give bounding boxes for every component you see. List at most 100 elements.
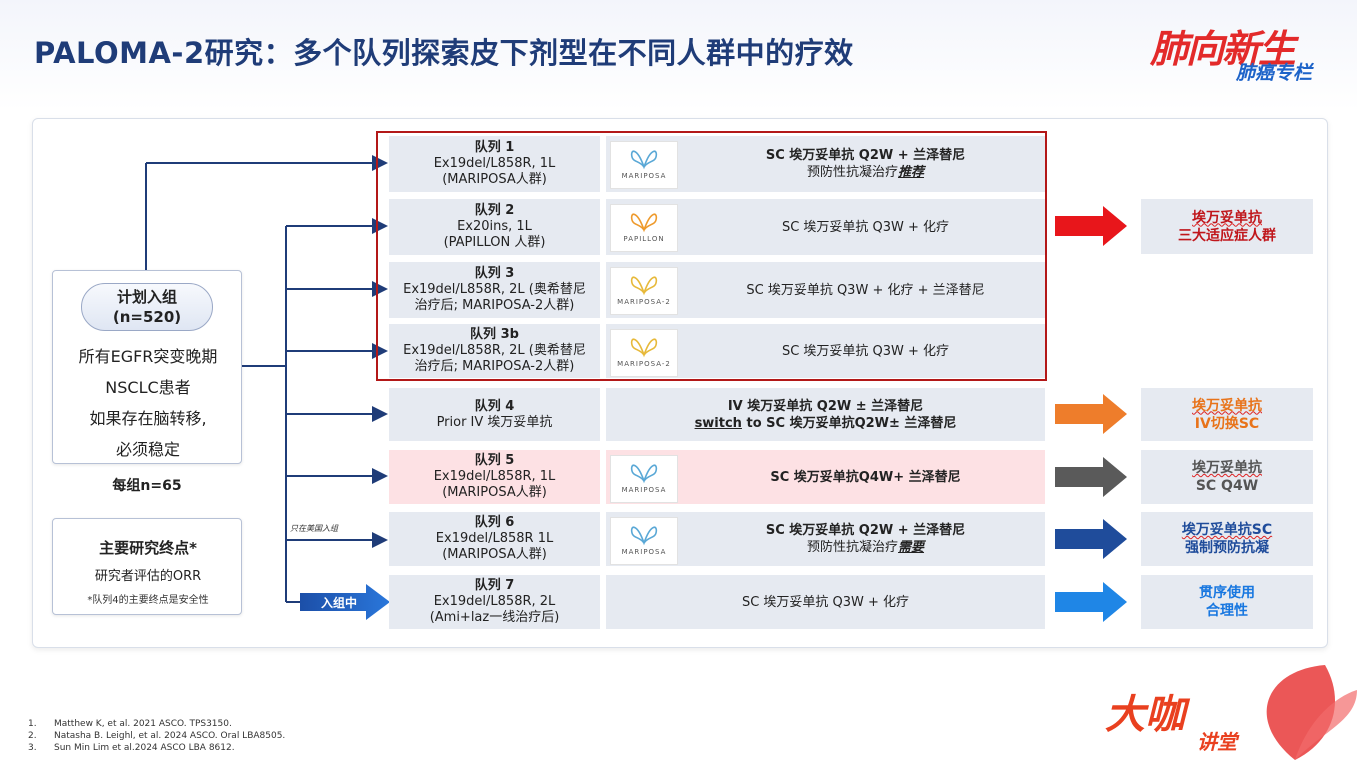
arrow-right-icon bbox=[1055, 457, 1127, 497]
endpoint-desc: 研究者评估的ORR bbox=[94, 569, 202, 584]
result-box-1: 埃万妥单抗 三大适应症人群 bbox=[1141, 199, 1313, 254]
cohort-name: 队列 5 bbox=[474, 453, 515, 468]
cohort-name: 队列 7 bbox=[474, 578, 515, 593]
patient-line: 所有EGFR突变晚期 bbox=[78, 347, 218, 366]
treatment-line: SC 埃万妥单抗 Q3W + 化疗 bbox=[781, 219, 950, 235]
cohort-line: Prior IV 埃万妥单抗 bbox=[436, 414, 553, 430]
cohort-name: 队列 4 bbox=[474, 398, 515, 414]
us-only-note: 只在美国入组 bbox=[290, 524, 338, 533]
enrolling-arrow: 入组中 bbox=[300, 584, 390, 620]
cohort-line: Ex19del/L858R, 2L (奥希替尼 bbox=[403, 282, 586, 297]
cohort-cell-5: 队列 5 Ex19del/L858R, 1L (MARIPOSA人群) bbox=[389, 450, 600, 504]
header-background bbox=[0, 0, 1357, 110]
logo-text: MARIPOSA bbox=[621, 172, 667, 180]
logo-text: MARIPOSA bbox=[621, 548, 667, 556]
treatment-line: 预防性抗凝治疗 bbox=[806, 540, 898, 555]
arrow-right-icon bbox=[1055, 394, 1127, 434]
treatment-line: SC 埃万妥单抗 Q2W + 兰泽替尼 bbox=[765, 148, 966, 163]
page-title: PALOMA-2研究：多个队列探索皮下剂型在不同人群中的疗效 bbox=[34, 36, 854, 70]
brand-logo-top: 肺向新生 肺癌专栏 bbox=[1150, 18, 1330, 88]
cohort-name: 队列 3b bbox=[470, 327, 519, 342]
result-line: SC Q4W bbox=[1195, 478, 1259, 494]
reference-num: 2. bbox=[28, 731, 37, 741]
patient-line: 如果存在脑转移, bbox=[89, 409, 207, 428]
treatment-line: SC 埃万妥单抗 Q3W + 化疗 + 兰泽替尼 bbox=[746, 282, 985, 298]
reference-text: Matthew K, et al. 2021 ASCO. TPS3150. bbox=[54, 719, 232, 729]
treatment-line: SC 埃万妥单抗 Q3W + 化疗 bbox=[741, 594, 910, 610]
endpoint-note: *队列4的主要终点是安全性 bbox=[87, 595, 209, 606]
cohort-cell-3b: 队列 3b Ex19del/L858R, 2L (奥希替尼 治疗后; MARIP… bbox=[389, 324, 600, 378]
reference-text: Sun Min Lim et al.2024 ASCO LBA 8612. bbox=[54, 743, 235, 753]
mariposa-logo: MARIPOSA bbox=[610, 517, 678, 565]
treatment-cell-4: IV 埃万妥单抗 Q2W ± 兰泽替尼 switch to SC 埃万妥单抗Q2… bbox=[606, 388, 1045, 441]
enrolling-label: 入组中 bbox=[320, 595, 357, 610]
mariposa2-logo: MARIPOSA-2 bbox=[610, 329, 678, 377]
result-box-3: 埃万妥单抗 SC Q4W bbox=[1141, 450, 1313, 504]
mariposa2-logo: MARIPOSA-2 bbox=[610, 267, 678, 315]
cohort-name: 队列 1 bbox=[474, 140, 515, 155]
treatment-line: SC 埃万妥单抗Q4W+ 兰泽替尼 bbox=[770, 469, 961, 485]
plan-label: 计划入组 bbox=[116, 288, 177, 306]
cohort-line: Ex19del/L858R, 2L bbox=[433, 594, 556, 609]
cohort-name: 队列 6 bbox=[474, 515, 515, 530]
cohort-cell-6: 队列 6 Ex19del/L858R 1L (MARIPOSA人群) bbox=[389, 512, 600, 566]
cohort-line: Ex19del/L858R 1L bbox=[435, 531, 554, 546]
arrow-right-icon bbox=[1055, 206, 1127, 246]
treatment-emphasis: 需要 bbox=[898, 540, 925, 555]
brand-top-line1: 肺向新生 bbox=[1150, 27, 1296, 71]
logo-text: MARIPOSA-2 bbox=[617, 298, 671, 306]
arrow-right-icon bbox=[1055, 582, 1127, 622]
endpoint-title: 主要研究终点* bbox=[99, 539, 197, 557]
treatment-line: IV 埃万妥单抗 Q2W ± 兰泽替尼 bbox=[727, 398, 924, 414]
patient-criteria: 所有EGFR突变晚期 NSCLC患者 如果存在脑转移, 必须稳定 bbox=[53, 341, 243, 465]
brand-bottom-line1: 大咖 bbox=[1105, 692, 1185, 738]
planned-enrollment-box: 计划入组 (n=520) 所有EGFR突变晚期 NSCLC患者 如果存在脑转移,… bbox=[52, 270, 242, 464]
cohort-name: 队列 2 bbox=[474, 203, 515, 218]
mariposa-logo: MARIPOSA bbox=[610, 141, 678, 189]
cohort-line: (MARIPOSA人群) bbox=[442, 172, 547, 187]
reference-item: 3.Sun Min Lim et al.2024 ASCO LBA 8612. bbox=[28, 742, 285, 754]
per-group-n: 每组n=65 bbox=[112, 478, 182, 494]
result-line: 贯序使用 bbox=[1199, 585, 1255, 601]
switch-word: switch bbox=[694, 415, 742, 431]
treatment-cell-7: SC 埃万妥单抗 Q3W + 化疗 bbox=[606, 575, 1045, 629]
mariposa-logo: MARIPOSA bbox=[610, 455, 678, 503]
cohort-line: Ex19del/L858R, 1L bbox=[433, 156, 556, 171]
treatment-line: SC 埃万妥单抗 Q2W + 兰泽替尼 bbox=[765, 523, 966, 538]
papillon-logo: PAPILLON bbox=[610, 204, 678, 252]
enrollment-pill: 计划入组 (n=520) bbox=[81, 283, 213, 331]
treatment-cell-2: PAPILLON SC 埃万妥单抗 Q3W + 化疗 bbox=[606, 199, 1045, 255]
cohort-line: Ex19del/L858R, 1L bbox=[433, 469, 556, 484]
result-line: 埃万妥单抗 bbox=[1192, 460, 1262, 476]
endpoint-box: 主要研究终点* 研究者评估的ORR *队列4的主要终点是安全性 bbox=[52, 518, 242, 615]
result-line: 合理性 bbox=[1206, 603, 1248, 619]
cohort-line: Ex20ins, 1L bbox=[457, 219, 532, 234]
cohort-cell-2: 队列 2 Ex20ins, 1L (PAPILLON 人群) bbox=[389, 199, 600, 255]
logo-text: MARIPOSA bbox=[621, 486, 667, 494]
patient-line: 必须稳定 bbox=[115, 440, 180, 459]
treatment-cell-5: MARIPOSA SC 埃万妥单抗Q4W+ 兰泽替尼 bbox=[606, 450, 1045, 504]
result-line: 埃万妥单抗 bbox=[1192, 397, 1262, 414]
patient-line: NSCLC患者 bbox=[105, 378, 191, 397]
result-box-5: 贯序使用 合理性 bbox=[1141, 575, 1313, 629]
references: 1.Matthew K, et al. 2021 ASCO. TPS3150. … bbox=[28, 718, 285, 754]
cohort-line: 治疗后; MARIPOSA-2人群) bbox=[414, 359, 575, 374]
treatment-cell-3b: MARIPOSA-2 SC 埃万妥单抗 Q3W + 化疗 bbox=[606, 324, 1045, 378]
cohort-cell-3: 队列 3 Ex19del/L858R, 2L (奥希替尼 治疗后; MARIPO… bbox=[389, 262, 600, 318]
reference-num: 1. bbox=[28, 719, 37, 729]
brand-logo-bottom: 大咖 讲堂 bbox=[1095, 660, 1357, 765]
result-line: 埃万妥单抗 bbox=[1192, 209, 1262, 226]
cohort-line: (MARIPOSA人群) bbox=[442, 547, 547, 562]
result-box-2: 埃万妥单抗 IV切换SC bbox=[1141, 388, 1313, 441]
brand-top-line2: 肺癌专栏 bbox=[1236, 62, 1313, 84]
plan-n: (n=520) bbox=[112, 308, 182, 326]
treatment-line: 预防性抗凝治疗 bbox=[806, 165, 898, 180]
treatment-line: SC 埃万妥单抗 Q3W + 化疗 bbox=[781, 343, 950, 359]
result-line: 三大适应症人群 bbox=[1178, 227, 1276, 244]
cohort-cell-7: 队列 7 Ex19del/L858R, 2L (Ami+laz一线治疗后) bbox=[389, 575, 600, 629]
first-four-cohorts-highlight bbox=[376, 131, 1047, 381]
result-box-4: 埃万妥单抗SC 强制预防抗凝 bbox=[1141, 512, 1313, 566]
cohort-line: (PAPILLON 人群) bbox=[443, 235, 546, 250]
reference-text: Natasha B. Leighl, et al. 2024 ASCO. Ora… bbox=[54, 731, 286, 741]
